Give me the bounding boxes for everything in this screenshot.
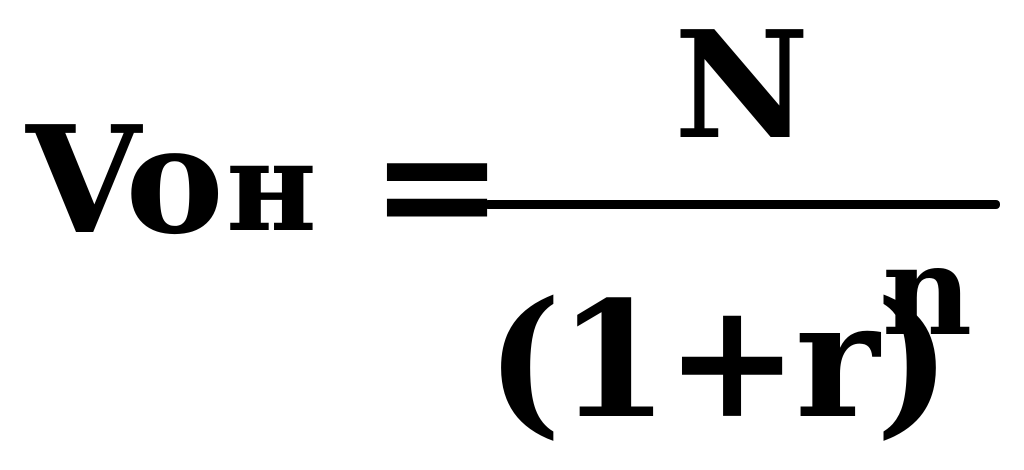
fraction-numerator: N <box>674 0 810 172</box>
formula-variable: Vo <box>26 93 224 267</box>
formula-variable-subscript: н <box>226 115 317 260</box>
equals-sign: = <box>370 90 505 278</box>
fraction-bar <box>484 200 1000 209</box>
denominator-exponent: n <box>882 219 973 364</box>
fraction-denominator: (1+r) <box>486 266 951 454</box>
